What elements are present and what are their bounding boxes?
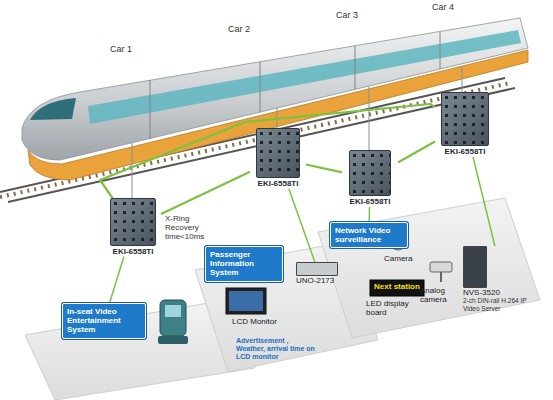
text-label: Camera xyxy=(384,254,424,263)
car-divider xyxy=(440,32,441,69)
car-drop-line xyxy=(277,108,278,130)
seat-screen xyxy=(158,300,188,344)
analog-camera xyxy=(430,262,452,282)
text-label: Next station xyxy=(370,282,424,291)
network-switch: EKI-6558TI xyxy=(342,150,398,207)
switch-icon xyxy=(349,150,391,196)
train-cockpit xyxy=(30,98,76,120)
network-link xyxy=(289,189,315,262)
text-label: LCD Monitor xyxy=(232,317,292,326)
network-link xyxy=(398,141,435,162)
car-divider xyxy=(150,80,151,139)
network-switch: EKI-6558TI xyxy=(250,128,306,189)
system-callout: Passenger Information System xyxy=(205,246,283,282)
device-label: EKI-6558TI xyxy=(342,198,398,207)
switch-icon xyxy=(441,92,489,146)
switch-icon xyxy=(256,128,300,178)
text-label: Car 3 xyxy=(336,10,376,20)
network-link xyxy=(110,257,124,303)
device-box: NVS-35202-ch DIN-rail H.264 IP Video Ser… xyxy=(463,246,543,312)
device-label: UNO-2173 xyxy=(296,276,342,285)
system-callout: In-seat Video Entertainment System xyxy=(62,303,146,339)
device-label: EKI-6558TI xyxy=(105,248,161,257)
callout-text: In-seat Video Entertainment System xyxy=(67,307,141,335)
text-label: Car 2 xyxy=(228,24,268,34)
network-switch: EKI-6558TI xyxy=(105,198,161,257)
platform xyxy=(318,198,540,338)
device-icon xyxy=(463,246,487,288)
device-label: NVS-3520 xyxy=(463,288,543,297)
network-link xyxy=(473,157,495,246)
switch-icon xyxy=(110,198,156,246)
car-drop-line xyxy=(462,66,463,94)
network-link xyxy=(161,172,250,214)
device-icon xyxy=(296,262,338,276)
text-label: X-Ring Recovery time<10ms xyxy=(165,214,221,242)
network-link xyxy=(100,104,435,198)
lcd-monitor xyxy=(226,288,266,314)
text-label: LED display board xyxy=(366,299,416,317)
text-label: Advertisement , Weather, arrival time on… xyxy=(236,337,316,361)
device-box: UNO-2173 xyxy=(296,262,342,285)
network-link xyxy=(368,207,370,222)
callout-text: Network Video surveillance xyxy=(335,226,403,244)
network-link xyxy=(306,164,342,172)
car-divider xyxy=(355,46,356,89)
car-divider xyxy=(260,62,261,112)
text-label: Car 4 xyxy=(432,2,472,12)
device-label: EKI-6558TI xyxy=(250,180,306,189)
car-drop-line xyxy=(369,86,370,152)
text-label: Analog camera xyxy=(420,286,462,304)
device-label: EKI-6558TI xyxy=(435,148,495,157)
device-label: 2-ch DIN-rail H.264 IP Video Server xyxy=(463,297,543,312)
led-board xyxy=(370,280,424,296)
car-drop-line xyxy=(132,143,133,200)
network-switch: EKI-6558TI xyxy=(435,92,495,157)
text-label: Car 1 xyxy=(110,44,150,54)
system-callout: Network Video surveillance xyxy=(330,222,408,248)
callout-text: Passenger Information System xyxy=(210,250,278,278)
